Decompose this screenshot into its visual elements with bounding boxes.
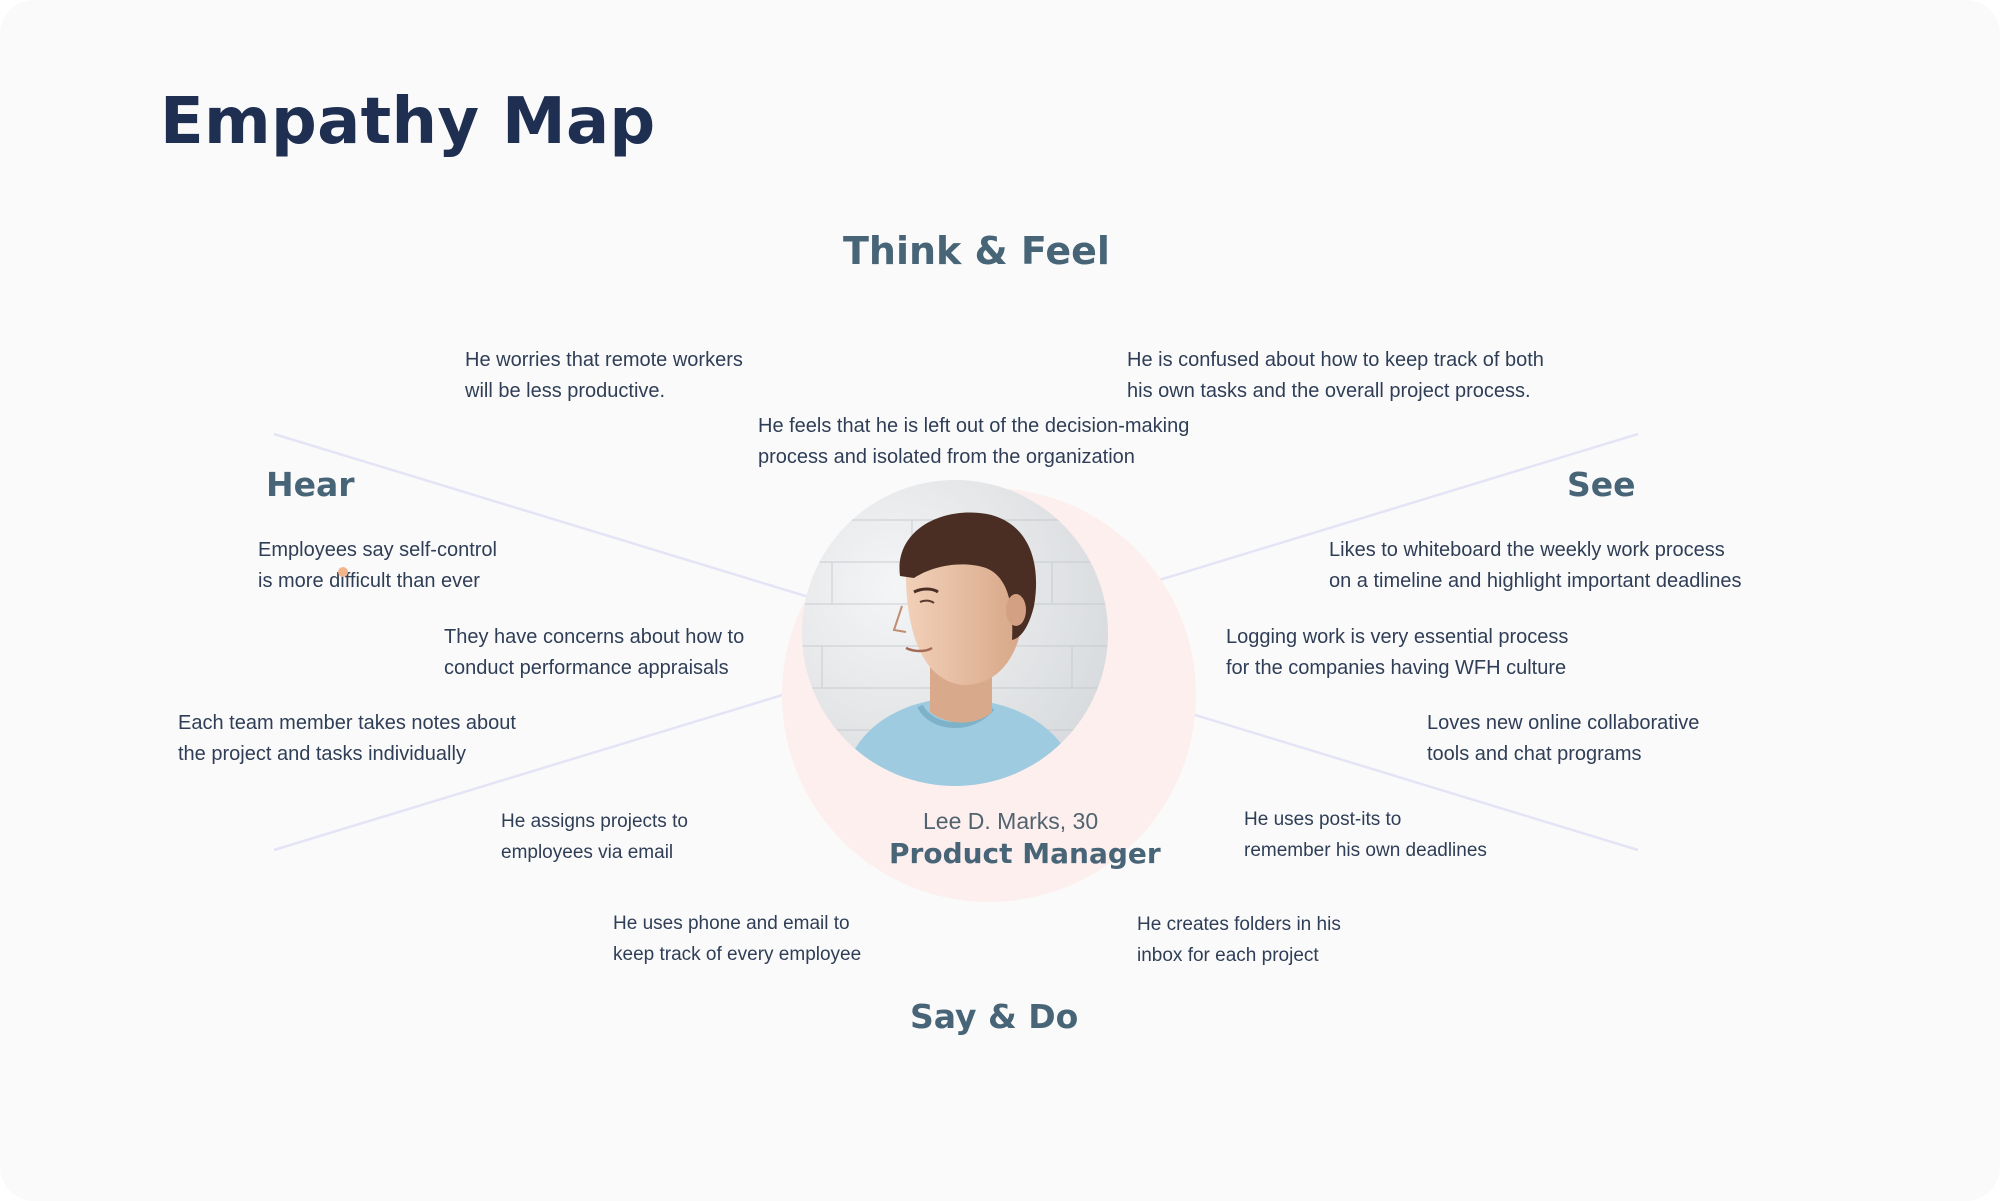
section-say-do-label: Say & Do [910, 997, 1079, 1036]
see-note: Logging work is very essential process f… [1226, 626, 1569, 679]
hear-note: They have concerns about how to conduct … [444, 626, 745, 679]
say-do-note: He assigns projects to employees via ema… [501, 811, 688, 863]
persona-photo [802, 480, 1108, 786]
persona-role: Product Manager [889, 837, 1161, 870]
see-note: Likes to whiteboard the weekly work proc… [1329, 539, 1742, 592]
say-do-note: He creates folders in his inbox for each… [1137, 914, 1341, 966]
page-title: Empathy Map [160, 85, 656, 159]
say-do-note: He uses phone and email to keep track of… [613, 913, 862, 965]
accent-dot [338, 567, 348, 577]
say-do-note: He uses post-its to remember his own dea… [1244, 809, 1487, 861]
think-feel-note: He worries that remote workers will be l… [465, 349, 743, 402]
divider-top-left [273, 432, 813, 600]
section-hear-label: Hear [266, 465, 355, 504]
think-feel-note: He is confused about how to keep track o… [1127, 349, 1544, 402]
section-think-feel-label: Think & Feel [843, 229, 1110, 273]
divider-top-right [1099, 432, 1639, 600]
hear-note: Employees say self-control is more diffi… [258, 539, 497, 592]
persona-name: Lee D. Marks, 30 [923, 808, 1099, 834]
hear-note: Each team member takes notes about the p… [178, 712, 516, 765]
think-feel-note: He feels that he is left out of the deci… [758, 415, 1190, 468]
divider-bottom-left [273, 684, 813, 852]
see-note: Loves new online collaborative tools and… [1427, 712, 1700, 765]
section-see-label: See [1567, 465, 1636, 504]
